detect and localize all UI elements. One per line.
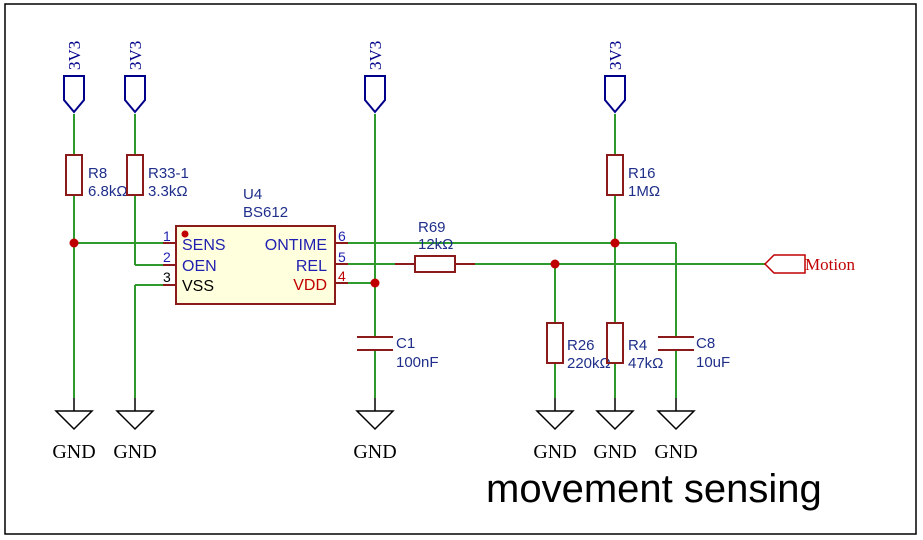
resistor-r4: R4 47kΩ bbox=[606, 322, 663, 372]
gnd-label: GND bbox=[113, 441, 156, 463]
diagram-title: movement sensing bbox=[486, 467, 822, 511]
gnd-r26: GND bbox=[533, 398, 577, 463]
resistor-r33: R33-1 3.3kΩ bbox=[126, 154, 189, 200]
r26-value: 220kΩ bbox=[567, 355, 611, 372]
ic-u4: U4 BS612 1 SENS 2 OEN 3 VSS 6 ONTIME 5 R… bbox=[163, 186, 348, 305]
c1-value: 100nF bbox=[396, 354, 439, 371]
gnd-r4: GND bbox=[593, 398, 637, 463]
pin-name-oen: OEN bbox=[182, 258, 217, 275]
power-3v3-label: 3V3 bbox=[65, 41, 84, 70]
gnd-label: GND bbox=[353, 441, 396, 463]
gnd-c8: GND bbox=[654, 398, 698, 463]
schematic-frame bbox=[4, 3, 917, 535]
capacitor-c1: C1 100nF bbox=[357, 335, 439, 371]
c8-value: 10uF bbox=[696, 354, 730, 371]
gnd-label: GND bbox=[533, 441, 576, 463]
r8-ref: R8 bbox=[88, 165, 107, 182]
pin-number: 1 bbox=[163, 228, 171, 244]
pin-number: 2 bbox=[163, 249, 171, 265]
gnd-c1: GND bbox=[353, 398, 397, 463]
pin1-marker bbox=[181, 230, 189, 238]
r33-value: 3.3kΩ bbox=[148, 183, 188, 200]
pin-name-ontime: ONTIME bbox=[265, 237, 327, 254]
junction-dot bbox=[69, 238, 79, 248]
power-3v3-label: 3V3 bbox=[366, 41, 385, 70]
gnd-label: GND bbox=[593, 441, 636, 463]
power-3v3-label: 3V3 bbox=[606, 41, 625, 70]
gnd-r33: GND bbox=[113, 398, 157, 463]
power-3v3-r16: 3V3 bbox=[604, 41, 626, 114]
pin-name-sens: SENS bbox=[182, 237, 226, 254]
pin-number: 6 bbox=[338, 228, 346, 244]
pin-number: 3 bbox=[163, 269, 171, 285]
net-label-text: Motion bbox=[805, 255, 856, 274]
pin-number: 4 bbox=[338, 268, 346, 284]
junction-dot bbox=[370, 278, 380, 288]
power-3v3-label: 3V3 bbox=[126, 41, 145, 70]
resistor-r8: R8 6.8kΩ bbox=[65, 154, 128, 200]
r16-ref: R16 bbox=[628, 165, 656, 182]
pin-name-vss: VSS bbox=[182, 278, 214, 295]
ic-ref: U4 bbox=[243, 186, 262, 203]
capacitor-c8: C8 10uF bbox=[658, 335, 730, 371]
net-flag bbox=[763, 254, 806, 274]
c1-ref: C1 bbox=[396, 335, 415, 352]
c8-ref: C8 bbox=[696, 335, 715, 352]
r69-ref: R69 bbox=[418, 219, 446, 236]
r4-value: 47kΩ bbox=[628, 355, 663, 372]
resistor-r26: R26 220kΩ bbox=[546, 322, 611, 372]
ic-part: BS612 bbox=[243, 204, 288, 221]
r16-value: 1MΩ bbox=[628, 183, 660, 200]
pin-number: 5 bbox=[338, 249, 346, 265]
junction-dot bbox=[610, 238, 620, 248]
wires bbox=[73, 114, 765, 398]
r69-value: 12kΩ bbox=[418, 236, 453, 253]
r4-ref: R4 bbox=[628, 337, 647, 354]
power-3v3-r8: 3V3 bbox=[63, 41, 85, 114]
ic-body bbox=[175, 225, 336, 305]
pin-name-vdd: VDD bbox=[293, 277, 327, 294]
r33-ref: R33-1 bbox=[148, 165, 189, 182]
pin-name-rel: REL bbox=[296, 258, 327, 275]
gnd-label: GND bbox=[52, 441, 95, 463]
resistor-r16: R16 1MΩ bbox=[606, 154, 660, 200]
power-3v3-c1: 3V3 bbox=[364, 41, 386, 114]
r26-ref: R26 bbox=[567, 337, 595, 354]
net-label-motion: Motion bbox=[763, 254, 856, 274]
r8-value: 6.8kΩ bbox=[88, 183, 128, 200]
power-3v3-r33: 3V3 bbox=[124, 41, 146, 114]
gnd-label: GND bbox=[654, 441, 697, 463]
gnd-r8: GND bbox=[52, 398, 96, 463]
junctions bbox=[69, 238, 620, 288]
junction-dot bbox=[550, 259, 560, 269]
resistor-r69: R69 12kΩ bbox=[395, 219, 475, 273]
